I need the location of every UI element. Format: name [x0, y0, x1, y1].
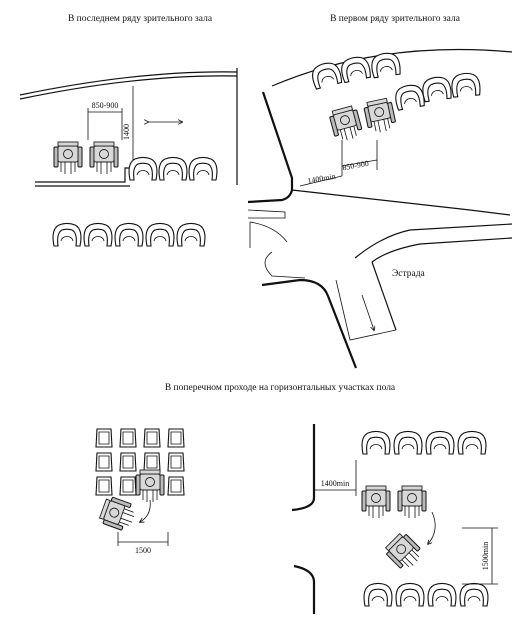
- seat-icon: [119, 428, 137, 448]
- caption-cross-aisle: В поперечном проходе на горизонтальных у…: [165, 383, 396, 393]
- grid-diagram: 1500: [95, 428, 185, 555]
- wheelchair-icon: [362, 96, 398, 136]
- seat-icon: [459, 582, 489, 607]
- wheelchair-icon: [361, 485, 391, 519]
- wheelchair-icon: [397, 485, 427, 519]
- back-wall-curve: [19, 71, 238, 96]
- dim-seat-width-right: 850-900: [342, 159, 370, 172]
- dim-aisle-min: 1400min: [307, 172, 337, 186]
- seat-icon: [52, 222, 82, 247]
- dim-grid-turn: 1500: [135, 546, 151, 555]
- seat-icon: [145, 222, 175, 247]
- wheelchair-icon: [135, 469, 165, 503]
- seat-icon: [158, 156, 188, 181]
- wall-left: [247, 91, 294, 204]
- seat-icon: [95, 452, 113, 472]
- caption-first-row: В первом ряду зрительного зала: [330, 14, 461, 24]
- seat-icon: [338, 54, 372, 84]
- seat-icon: [393, 82, 426, 111]
- seat-icon: [427, 582, 457, 607]
- seat-icon: [457, 430, 487, 455]
- stage-label: Эстрада: [392, 269, 426, 279]
- dim-turn-radius: 1500min: [481, 542, 490, 570]
- cross-aisle-diagram: 1400min 1500min: [291, 424, 498, 614]
- caption-last-row: В последнем ряду зрительного зала: [68, 14, 213, 24]
- wall-upper: [291, 424, 316, 512]
- seat-icon: [128, 156, 158, 181]
- seat-icon: [167, 476, 185, 496]
- seat-icon: [119, 476, 137, 496]
- seat-icon: [393, 430, 423, 455]
- seat-icon: [143, 428, 161, 448]
- dim-height: 1400: [122, 124, 131, 140]
- seat-icon: [114, 222, 144, 247]
- wheelchair-icon: [89, 141, 119, 175]
- wheelchair-icon: [53, 141, 83, 175]
- seat-icon: [83, 222, 113, 247]
- seat-icon: [363, 582, 393, 607]
- first-row-diagram: 850-900 1400min Эстрада: [247, 48, 513, 369]
- seat-icon: [143, 452, 161, 472]
- seat-icon: [420, 75, 453, 103]
- seat-icon: [395, 582, 425, 607]
- dim-seat-width: 850-900: [92, 101, 119, 110]
- seat-icon: [361, 430, 391, 455]
- last-row-diagram: 1400 850-900: [19, 68, 238, 247]
- seat-icon: [95, 428, 113, 448]
- seat-icon: [119, 452, 137, 472]
- seat-icon: [309, 59, 344, 90]
- seat-icon: [167, 452, 185, 472]
- wall-lower: [293, 564, 316, 614]
- wheelchair-icon: [97, 494, 139, 534]
- dim-cross-aisle: 1400min: [321, 479, 349, 488]
- seat-icon: [188, 156, 218, 181]
- seat-icon: [450, 71, 482, 98]
- seat-icon: [167, 428, 185, 448]
- wheelchair-icon: [327, 104, 365, 144]
- seat-icon: [176, 222, 206, 247]
- seat-icon: [95, 476, 113, 496]
- wheelchair-icon: [382, 530, 426, 574]
- seat-icon: [425, 430, 455, 455]
